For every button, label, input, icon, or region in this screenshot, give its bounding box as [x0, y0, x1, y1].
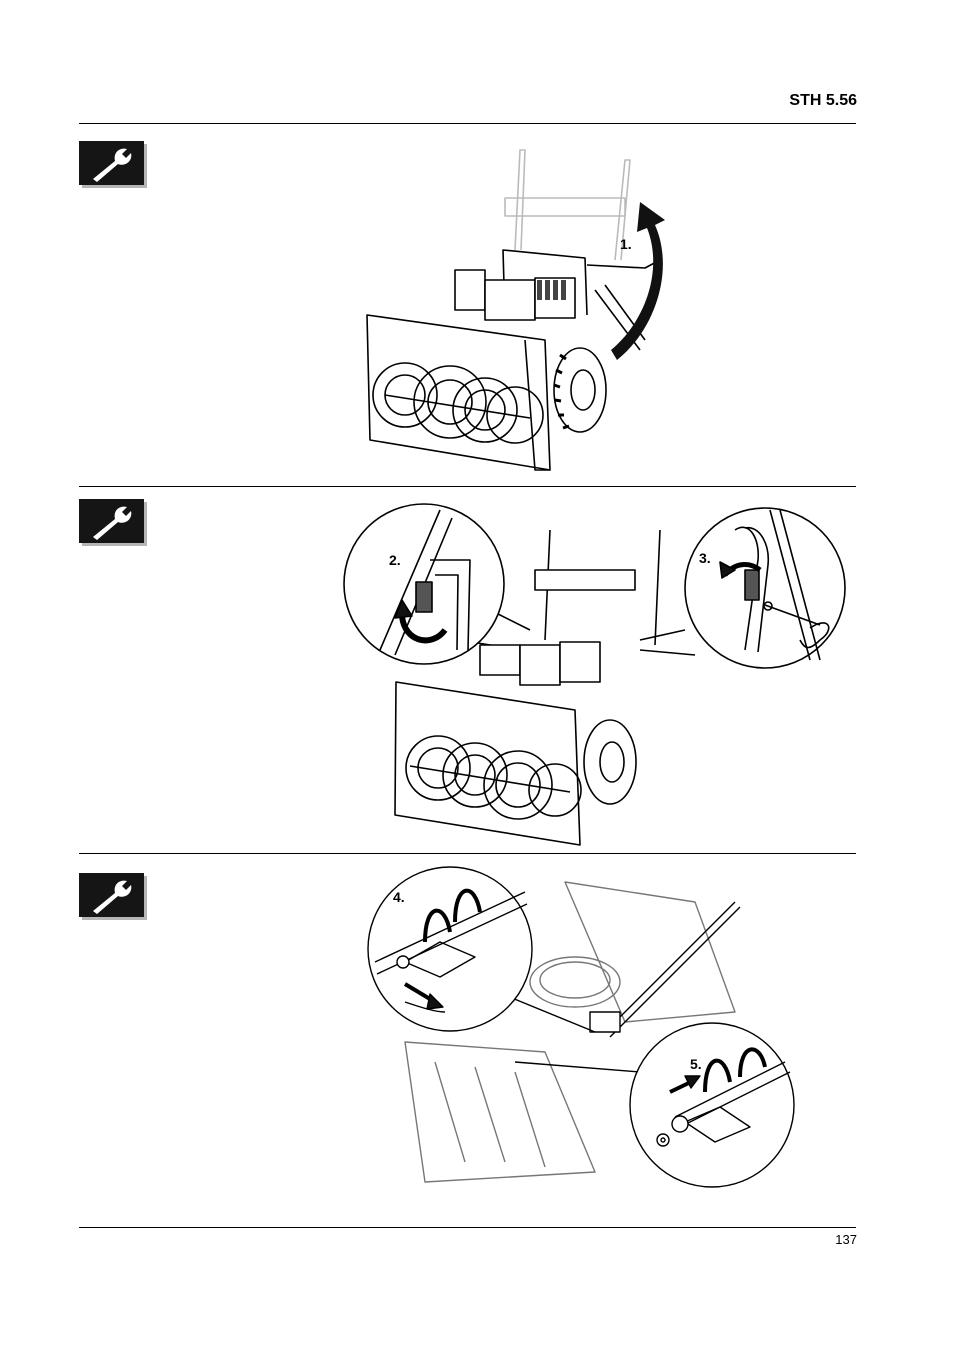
document-header-model: STH 5.56	[789, 92, 857, 110]
snowblower-lever-detail-illustration	[340, 500, 850, 850]
snowblower-handle-fold-illustration	[355, 140, 685, 480]
wrench-icon	[79, 141, 147, 188]
step-5-label: 5.	[690, 1056, 702, 1072]
page-number: 137	[835, 1232, 857, 1247]
step-1-label: 1.	[620, 236, 632, 252]
step-4-label: 4.	[393, 889, 405, 905]
footer-rule	[79, 1227, 856, 1228]
section-divider-2	[79, 853, 856, 854]
wrench-icon	[79, 499, 147, 546]
wrench-icon	[79, 873, 147, 920]
section-divider-1	[79, 486, 856, 487]
step-3-label: 3.	[699, 550, 711, 566]
step-2-label: 2.	[389, 552, 401, 568]
auger-shear-pin-illustration	[365, 862, 800, 1192]
header-rule	[79, 123, 856, 124]
